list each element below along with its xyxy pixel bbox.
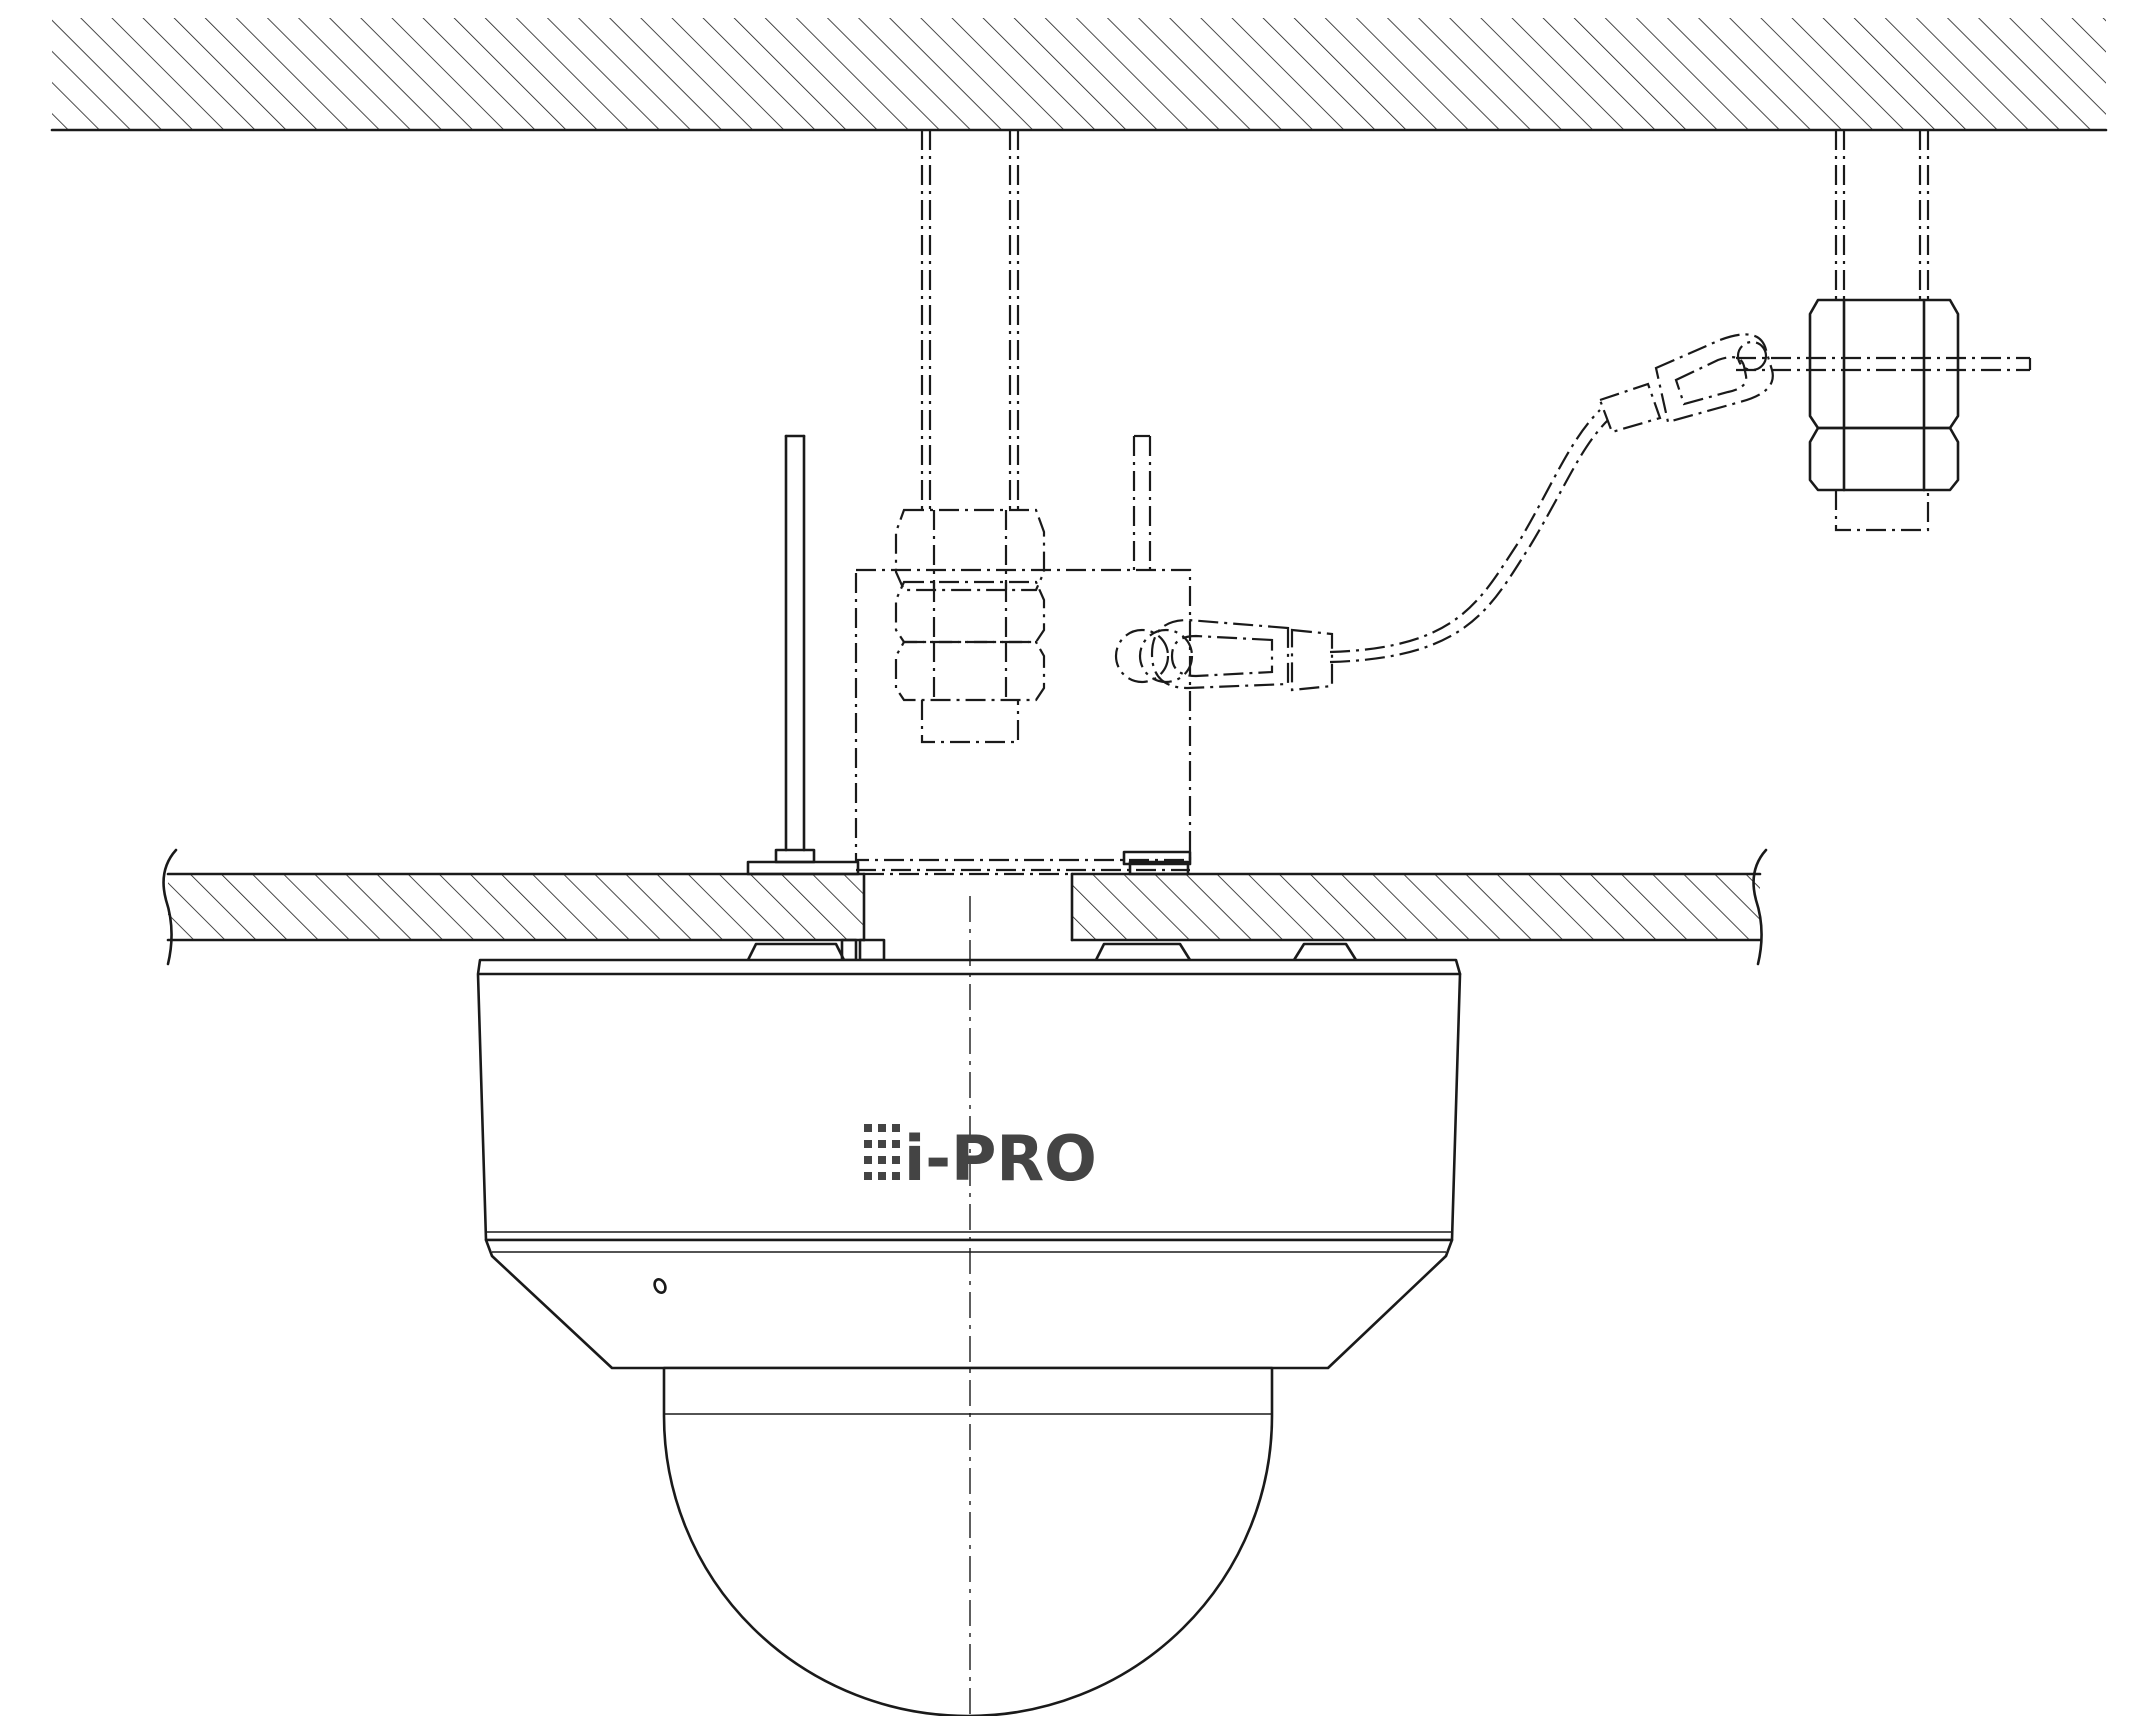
building-slab — [50, 18, 2108, 132]
brand-logo: i-PRO — [864, 1122, 1097, 1195]
logo-dot-grid — [864, 1124, 900, 1180]
dome-camera — [476, 958, 1462, 1716]
ceiling-board — [162, 848, 1768, 966]
safety-wire — [1114, 333, 1774, 692]
mounting-box — [746, 434, 1192, 876]
hanging-bolt-left — [894, 130, 1046, 744]
camera-feet — [746, 938, 1358, 962]
logo-text: i-PRO — [904, 1122, 1097, 1195]
anchor-bolt-right — [1736, 130, 2032, 532]
